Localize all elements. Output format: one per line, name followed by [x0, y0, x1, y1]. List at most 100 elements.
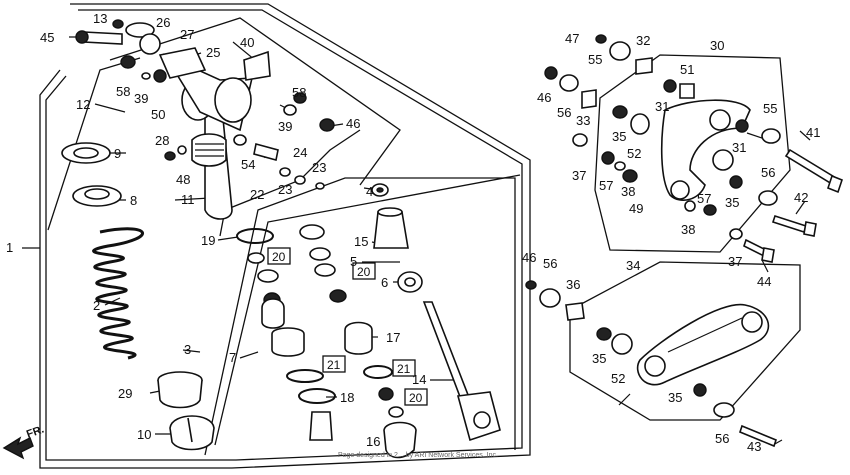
callout-39b: 39	[278, 119, 292, 134]
bolts-41-42	[771, 148, 843, 237]
piston-rod-14	[422, 301, 501, 442]
callout-7: 7	[229, 350, 236, 365]
callout-15: 15	[354, 234, 368, 249]
bolt-37-44	[729, 228, 775, 263]
lock-nut-9	[61, 142, 111, 164]
bump-rubber-15	[373, 207, 409, 249]
callout-49: 49	[629, 201, 643, 216]
callout-4: 4	[366, 184, 373, 199]
callout-46a: 46	[346, 116, 360, 131]
callout-6: 6	[381, 275, 388, 290]
linkage-small-parts	[544, 34, 781, 216]
callout-12: 12	[76, 97, 90, 112]
callout-58b: 58	[292, 85, 306, 100]
callout-51: 51	[680, 62, 694, 77]
callout-5: 5	[350, 254, 357, 269]
callout-48: 48	[176, 172, 190, 187]
callout-9: 9	[114, 146, 121, 161]
callout-24: 24	[293, 145, 307, 160]
callout-42: 42	[794, 190, 808, 205]
callout-37a: 37	[572, 168, 586, 183]
callout-19: 19	[201, 233, 215, 248]
callout-26: 26	[156, 15, 170, 30]
callout-28: 28	[155, 133, 169, 148]
spring-seat-29	[157, 371, 203, 409]
callout-57b: 57	[697, 191, 711, 206]
callout-3: 3	[184, 342, 191, 357]
callout-55a: 55	[588, 52, 602, 67]
callout-41: 41	[806, 125, 820, 140]
callout-46b: 46	[537, 90, 551, 105]
callout-25: 25	[206, 45, 220, 60]
boxed-ref-20c: 20	[404, 388, 428, 406]
callout-numbers: 1 2 3 4 5 6 7 8 9 10 11 12 13 14 15 16 1…	[6, 11, 820, 454]
boxed-ref-21a: 21	[322, 355, 346, 373]
callout-27: 27	[180, 27, 194, 42]
callout-44: 44	[757, 274, 771, 289]
callout-23a: 23	[278, 182, 292, 197]
valve-stack-right	[309, 247, 417, 459]
callout-18: 18	[340, 390, 354, 405]
callout-46c: 46	[522, 250, 536, 265]
callout-56b: 56	[761, 165, 775, 180]
callout-35d: 35	[668, 390, 682, 405]
callout-36: 36	[566, 277, 580, 292]
rod-small-parts	[525, 280, 777, 448]
reservoir-25	[158, 47, 207, 79]
callout-23b: 23	[312, 160, 326, 175]
callout-52a: 52	[627, 146, 641, 161]
boxed-ref-21b: 21	[392, 359, 416, 377]
callout-57a: 57	[599, 178, 613, 193]
seal-parts-top	[112, 19, 335, 190]
callout-37b: 37	[728, 254, 742, 269]
linkage-arm-outline	[594, 54, 791, 253]
callout-14: 14	[412, 372, 426, 387]
valve-stack-left	[247, 224, 336, 441]
callout-13: 13	[93, 11, 107, 26]
callout-58a: 58	[116, 84, 130, 99]
damper-bolt-45	[75, 30, 123, 45]
callout-16: 16	[366, 434, 380, 449]
copyright-footer: Page designed in 2... by ARI Network Ser…	[338, 452, 498, 459]
boxed-ref-20a: 20	[267, 247, 291, 265]
callout-45: 45	[40, 30, 54, 45]
connecting-rod-outline	[569, 261, 801, 421]
callout-55b: 55	[763, 101, 777, 116]
callout-33: 33	[576, 113, 590, 128]
callout-8: 8	[130, 193, 137, 208]
callout-52b: 52	[611, 371, 625, 386]
callout-47: 47	[565, 31, 579, 46]
callout-34: 34	[626, 258, 640, 273]
callout-35c: 35	[592, 351, 606, 366]
callout-29: 29	[118, 386, 132, 401]
shock-spring	[92, 227, 144, 360]
callout-50: 50	[151, 107, 165, 122]
connecting-rod-34	[636, 303, 770, 386]
boxed-ref-20b: 20	[352, 262, 376, 280]
washer-6	[397, 271, 423, 293]
callout-38b: 38	[681, 222, 695, 237]
callout-35b: 35	[725, 195, 739, 210]
callout-39a: 39	[134, 91, 148, 106]
callout-56a: 56	[557, 105, 571, 120]
callout-31b: 31	[732, 140, 746, 155]
linkage-arm-30	[660, 99, 751, 201]
callout-17: 17	[386, 330, 400, 345]
svg-text:21: 21	[397, 362, 411, 376]
main-shock-assembly-outline	[39, 3, 531, 469]
boxed-reference-numbers: 20 20 20 21 21	[267, 247, 428, 406]
callout-40: 40	[240, 35, 254, 50]
callout-10: 10	[137, 427, 151, 442]
callout-43: 43	[747, 439, 761, 454]
callout-38a: 38	[621, 184, 635, 199]
callout-31a: 31	[655, 99, 669, 114]
callout-1: 1	[6, 240, 13, 255]
circlip-19	[236, 228, 274, 244]
stopper-10	[169, 415, 215, 451]
callout-22: 22	[250, 187, 264, 202]
washer-4	[371, 183, 389, 197]
front-direction-label: FR.	[25, 423, 46, 440]
adjuster-nut-8	[72, 185, 122, 207]
